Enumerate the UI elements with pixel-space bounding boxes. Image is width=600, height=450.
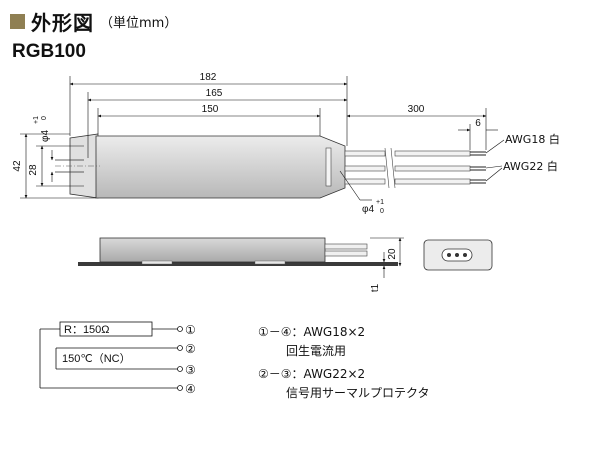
side-view: 20 t1 (78, 237, 404, 292)
dim-overall-length: 182 (200, 72, 217, 83)
dim-hole-left: φ4 (40, 130, 51, 142)
lead-wires (344, 147, 486, 189)
dim-lead-length: 300 (408, 104, 425, 115)
wiring-schematic: R：150Ω 150℃（NC） ① ② ③ ④ (39, 321, 196, 396)
dim-height: 42 (12, 160, 23, 172)
dim-strip-length: 6 (475, 118, 481, 129)
title-marker (10, 13, 25, 29)
dim-mid-length: 165 (206, 88, 223, 99)
dim-inner-height: 28 (28, 164, 39, 176)
dim-body-length: 150 (202, 104, 219, 115)
dim-base-thickness: t1 (370, 283, 381, 292)
top-view: 182 165 150 300 6 AWG18 白 AWG22 白 42 (12, 72, 560, 215)
hole-right-tol-zero: 0 (380, 208, 384, 215)
hole-left-tol-zero: 0 (41, 116, 48, 120)
dim-side-height: 20 (387, 248, 398, 260)
unit-label: （単位mm） (100, 15, 178, 31)
side-body (99, 237, 326, 263)
dim-hole-right: φ4 (362, 204, 374, 215)
base-plate (78, 262, 398, 266)
resistor-label: R：150Ω (64, 324, 110, 336)
legend-desc-1: 回生電流用 (286, 344, 346, 358)
legend-pins-1: ①－④：AWG18×2 (258, 325, 365, 339)
legend-desc-2: 信号用サーマルプロテクタ (286, 386, 430, 400)
label-awg22: AWG22 白 (503, 159, 558, 173)
legend-pins-2: ②－③：AWG22×2 (258, 367, 365, 381)
label-awg18: AWG18 白 (505, 132, 560, 146)
hole-right-tol-plus: +1 (376, 199, 384, 206)
end-view (423, 239, 493, 271)
wire-legend: ①－④：AWG18×2 回生電流用 ②－③：AWG22×2 信号用サーマルプロテ… (258, 325, 430, 400)
thermal-protector-label: 150℃（NC） (62, 352, 131, 365)
terminal-4: ④ (185, 382, 196, 396)
model-name: RGB100 (12, 41, 86, 62)
terminal-1: ① (185, 323, 196, 337)
page-title: 外形図 (31, 10, 94, 35)
hole-left-tol-plus: +1 (33, 116, 40, 124)
header: 外形図 （単位mm） (10, 8, 178, 35)
terminal-3: ③ (185, 363, 196, 377)
resistor-body (95, 135, 346, 199)
terminal-2: ② (185, 342, 196, 356)
